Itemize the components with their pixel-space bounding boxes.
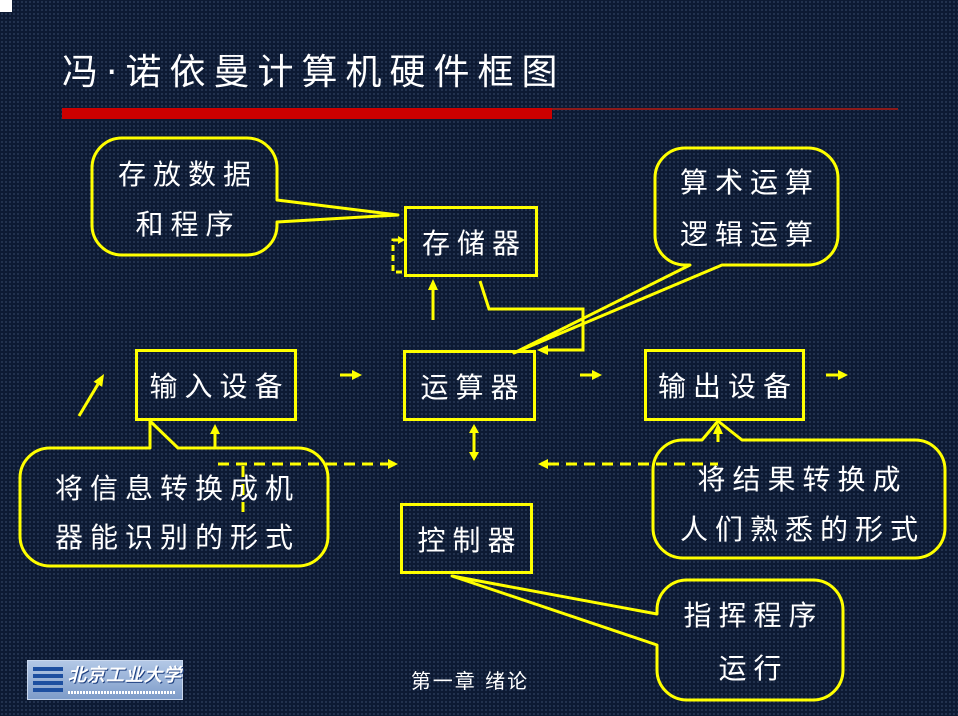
callout-input-line-2: 器能识别的形式 [54,521,300,554]
dashed-control-output-head [538,459,548,469]
dashed-memory-bracket-head [398,236,405,244]
title-underline-bar [62,108,552,119]
path-memory-to-alu-line [478,280,585,352]
controller-label: 控制器 [417,523,523,557]
callout-controller-shape [450,574,845,702]
callout-alu-line-2: 逻辑运算 [679,218,820,251]
logo-emblem-icon [33,667,63,694]
logo-subtext-decoration [68,691,176,694]
callout-memory: 存放数据 和程序 [92,150,277,250]
output-device-box: 输出设备 [644,349,805,421]
title-underline-line [552,108,898,110]
arrow-into-input-head [93,374,104,387]
arrow-alu-to-memory-head [428,279,438,290]
callout-alu-shape [512,146,840,355]
logo-text: 北京工业大学 [68,665,182,686]
alu-label: 运算器 [420,370,526,404]
memory-box: 存储器 [404,206,538,277]
university-logo: 北京工业大学 [27,660,183,700]
callout-memory-line-2: 和程序 [135,208,241,241]
callout-output-line-2: 人们熟悉的形式 [679,513,925,546]
arrow-alu-controller-head-down [469,452,479,461]
arrow-to-output-up-head [713,423,723,434]
input-device-box: 输入设备 [135,349,297,421]
callout-memory-line-1: 存放数据 [117,158,258,191]
footer-chapter: 第一章 绪论 [410,669,530,693]
callout-input: 将信息转换成机 器能识别的形式 [20,464,328,562]
callout-controller-line-2: 运行 [718,652,789,685]
callout-alu-line-1: 算术运算 [679,166,820,199]
slide-title: 冯·诺依曼计算机硬件框图 [62,52,566,93]
callout-output-line-1: 将结果转换成 [697,463,908,496]
input-device-label: 输入设备 [149,370,290,403]
corner-marker [0,0,12,12]
callout-input-shape [18,419,330,568]
path-memory-to-alu-head [537,345,548,355]
callout-alu: 算术运算 逻辑运算 [655,157,838,261]
arrow-alu-controller-head-up [469,424,479,433]
callout-controller: 指挥程序 运行 [657,589,843,695]
arrow-alu-to-output-head [592,370,602,380]
arrow-input-to-alu-head [352,370,362,380]
memory-label: 存储器 [421,226,527,260]
dashed-control-input-head [388,459,398,469]
callout-output-shape [651,419,947,560]
arrow-to-input-up-head [210,424,220,434]
output-device-label: 输出设备 [657,370,798,403]
arrow-into-input-line [77,383,100,417]
controller-box: 控制器 [400,503,533,574]
arrow-output-out-head [838,370,848,380]
alu-box: 运算器 [403,350,536,421]
callout-memory-shape [90,136,400,257]
callout-controller-line-1: 指挥程序 [683,599,824,632]
callout-output: 将结果转换成 人们熟悉的形式 [653,455,945,555]
callout-input-line-1: 将信息转换成机 [54,472,300,505]
dashed-memory-bracket [391,238,405,274]
